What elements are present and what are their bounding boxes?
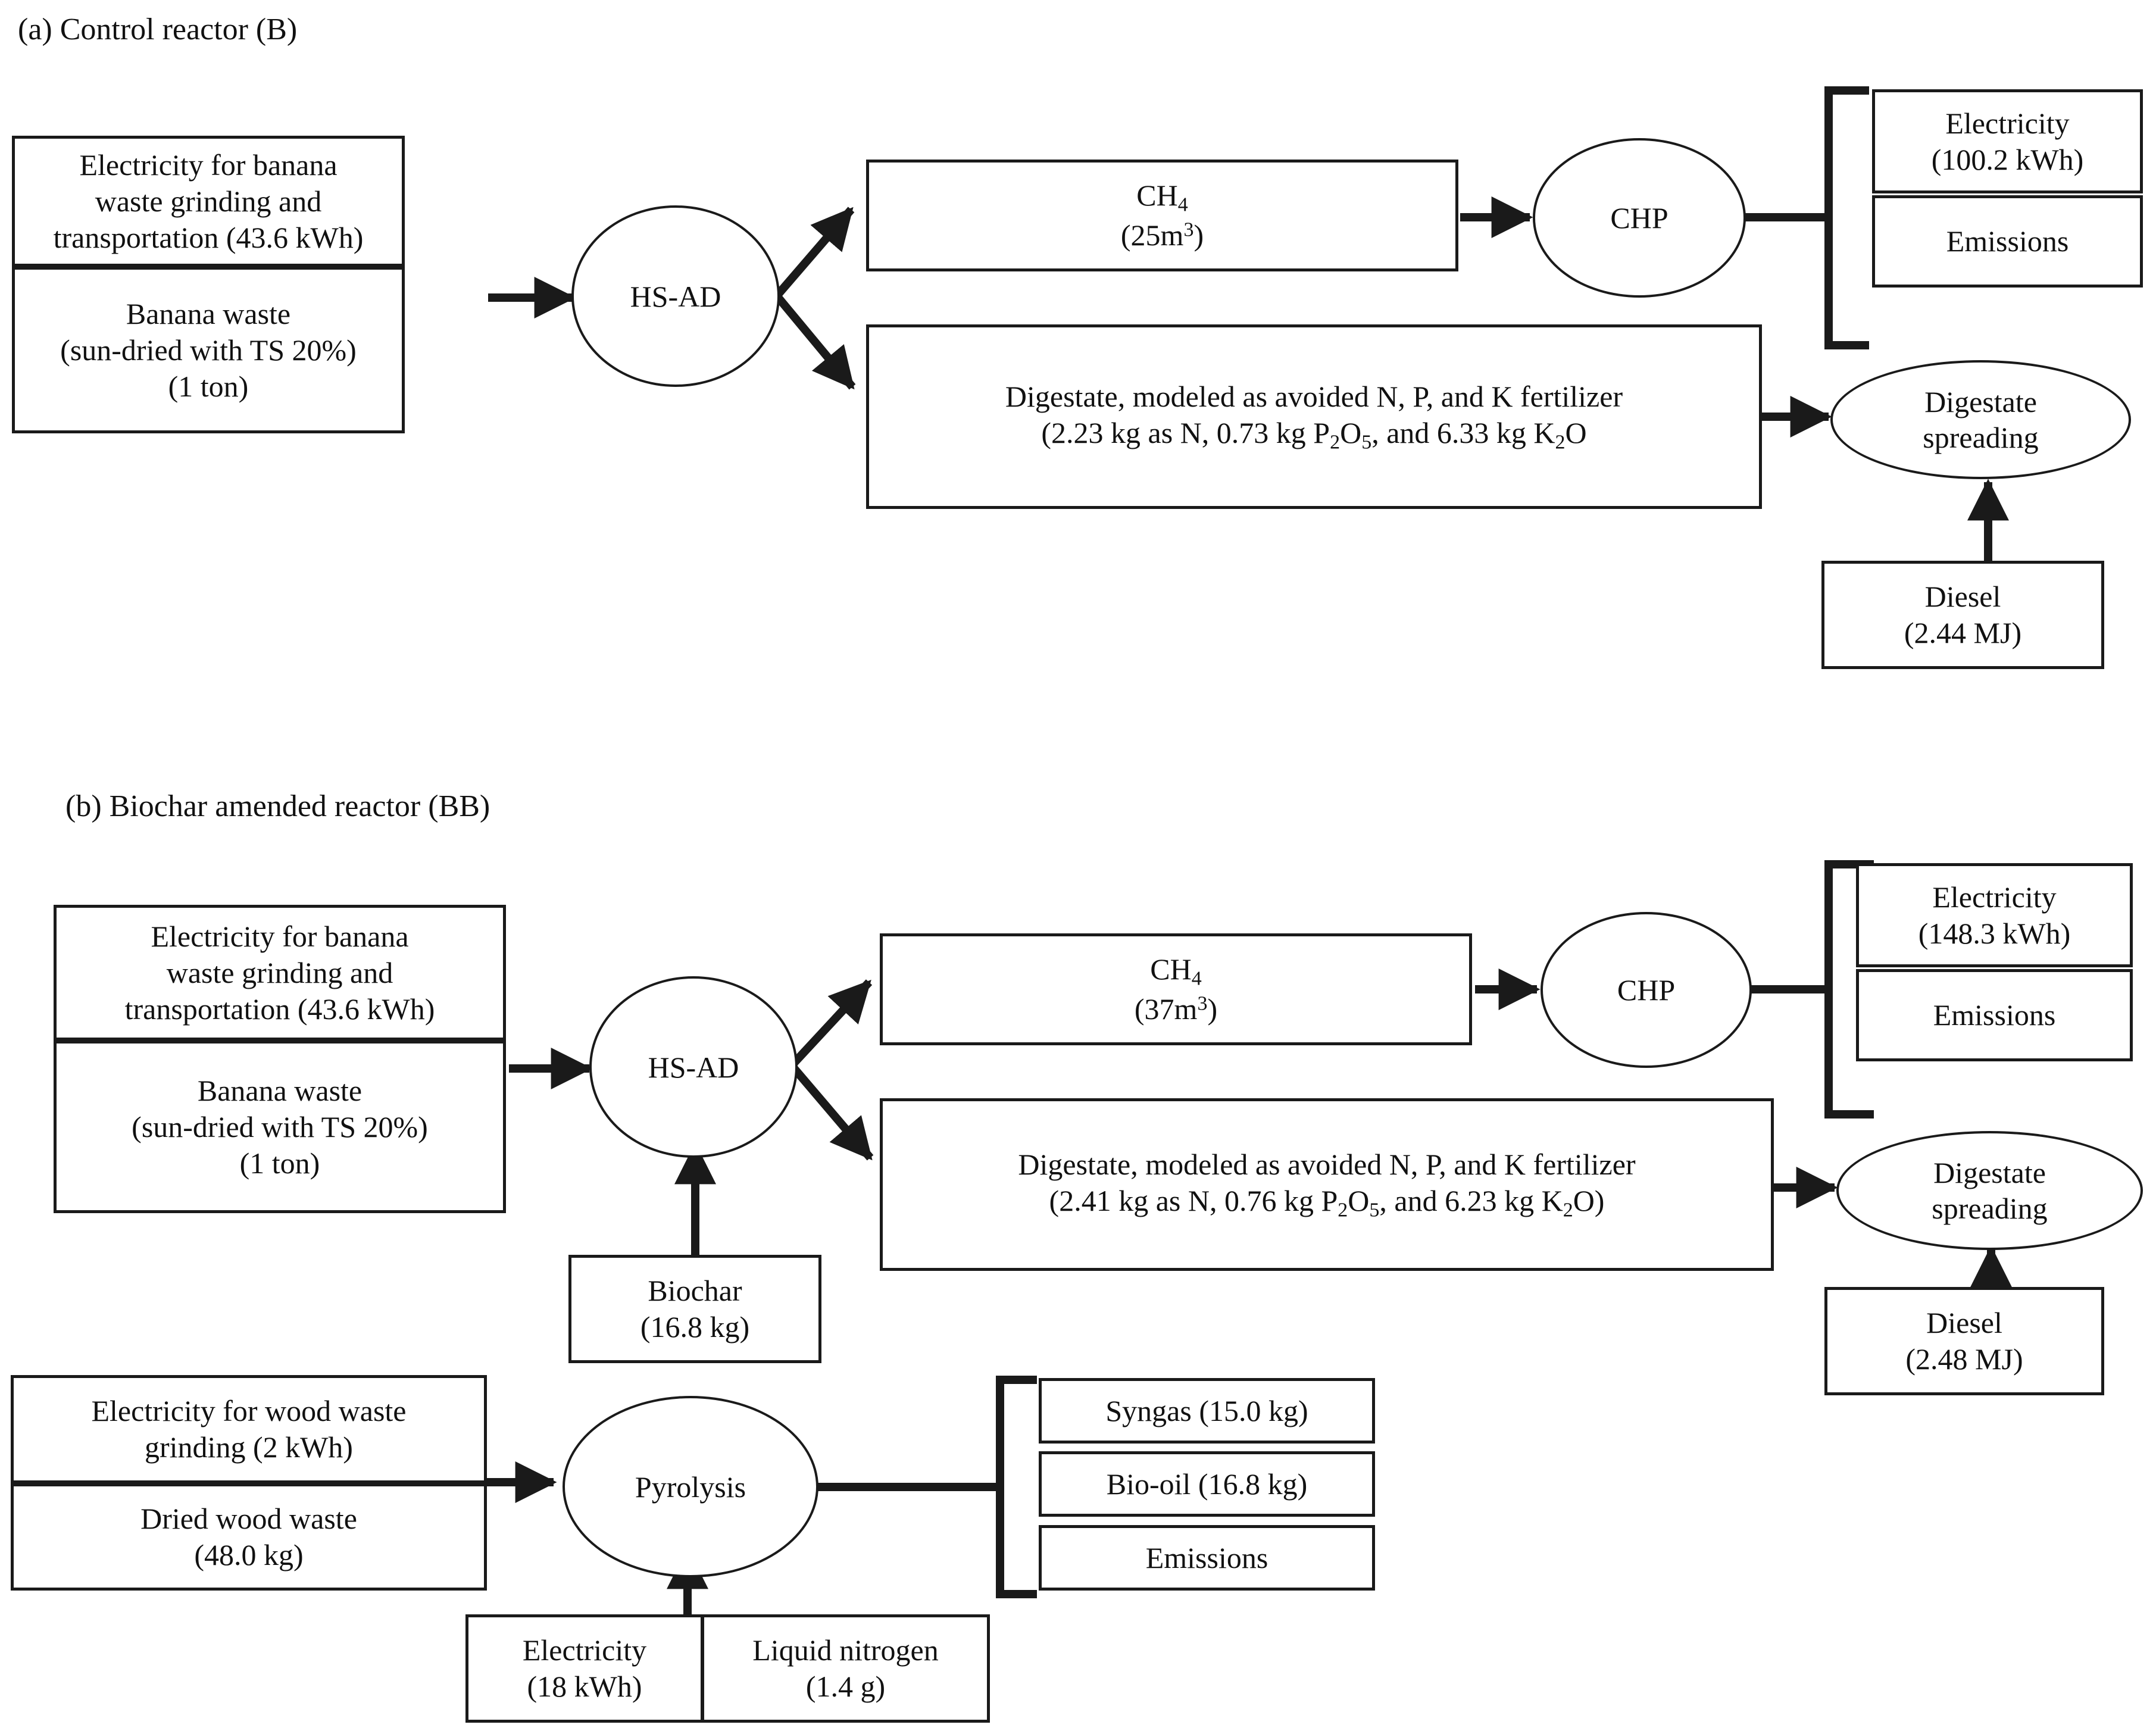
digestate-line-2: (2.23 kg as N, 0.73 kg P2O5, and 6.33 kg… bbox=[1041, 416, 1587, 454]
panel-b-syngas-box: Syngas (15.0 kg) bbox=[1039, 1378, 1375, 1444]
panel-b-pyrolysis-emissions-box: Emissions bbox=[1039, 1525, 1375, 1591]
label-line: (2.48 MJ) bbox=[1905, 1342, 2023, 1376]
label-line: Electricity for banana bbox=[151, 919, 409, 953]
panel-b-dried-wood-box: Dried wood waste (48.0 kg) bbox=[11, 1483, 487, 1591]
panel-b-electricity-output-box: Electricity (148.3 kWh) bbox=[1856, 863, 2133, 967]
label-line: Digestate bbox=[1933, 1156, 2046, 1189]
label-line: transportation (43.6 kWh) bbox=[124, 992, 435, 1026]
label-line: Electricity bbox=[1932, 880, 2057, 914]
panel-b-biooil-box: Bio-oil (16.8 kg) bbox=[1039, 1451, 1375, 1517]
bracket-b-pyrolysis-outputs bbox=[996, 1376, 1037, 1598]
label-line: spreading bbox=[1923, 421, 2039, 454]
panel-b-emissions-box: Emissions bbox=[1856, 969, 2133, 1061]
panel-a-methane-box: CH4 (25m3) bbox=[866, 160, 1458, 271]
panel-b-chp-ellipse: CHP bbox=[1541, 912, 1752, 1068]
label-line: (16.8 kg) bbox=[640, 1310, 750, 1344]
label-line: Syngas (15.0 kg) bbox=[1105, 1394, 1308, 1427]
panel-a-digestate-box: Digestate, modeled as avoided N, P, and … bbox=[866, 324, 1762, 509]
bracket-b-chp-outputs bbox=[1824, 860, 1874, 1118]
label-line: (sun-dried with TS 20%) bbox=[60, 333, 357, 367]
label-line: (sun-dried with TS 20%) bbox=[132, 1110, 428, 1143]
label-line: spreading bbox=[1932, 1192, 2048, 1225]
panel-a-electricity-input-box: Electricity for banana waste grinding an… bbox=[12, 136, 405, 267]
label: CHP bbox=[1617, 973, 1676, 1007]
panel-b-digestate-spreading-ellipse: Digestate spreading bbox=[1836, 1131, 2143, 1250]
label-line: Bio-oil (16.8 kg) bbox=[1106, 1467, 1308, 1501]
label: CHP bbox=[1610, 201, 1668, 235]
panel-a-title: (a) Control reactor (B) bbox=[18, 13, 298, 46]
label-line: Emissions bbox=[1933, 998, 2056, 1032]
panel-b-electricity-input-box: Electricity for banana waste grinding an… bbox=[54, 905, 506, 1041]
arrow-a-hsad-to-ch4 bbox=[773, 207, 855, 299]
label-line: Electricity for banana bbox=[79, 148, 338, 182]
label-line: Biochar bbox=[648, 1274, 742, 1307]
panel-a-emissions-box: Emissions bbox=[1872, 195, 2143, 288]
digestate-line-1: Digestate, modeled as avoided N, P, and … bbox=[1005, 380, 1623, 413]
label-line: Diesel bbox=[1926, 1306, 2002, 1339]
methane-volume: (37m3) bbox=[1134, 992, 1218, 1026]
label-line: Electricity bbox=[1945, 106, 2070, 140]
panel-a-hsad-ellipse: HS-AD bbox=[571, 205, 780, 387]
label-line: waste grinding and bbox=[95, 184, 322, 218]
label-line: waste grinding and bbox=[166, 955, 393, 989]
label-line: (18 kWh) bbox=[527, 1670, 642, 1703]
label: HS-AD bbox=[648, 1050, 739, 1084]
panel-b-hsad-ellipse: HS-AD bbox=[589, 976, 798, 1158]
arrow-b-hsad-to-digestate bbox=[788, 1063, 874, 1161]
label-line: (1 ton) bbox=[168, 369, 249, 403]
panel-b-digestate-box: Digestate, modeled as avoided N, P, and … bbox=[880, 1098, 1774, 1271]
panel-a-electricity-output-box: Electricity (100.2 kWh) bbox=[1872, 89, 2143, 193]
label-line: grinding (2 kWh) bbox=[145, 1430, 353, 1464]
label-line: Emissions bbox=[1946, 224, 2069, 258]
label-line: (48.0 kg) bbox=[194, 1538, 304, 1571]
panel-a-diesel-box: Diesel (2.44 MJ) bbox=[1821, 561, 2104, 669]
label-line: Emissions bbox=[1145, 1541, 1268, 1574]
label-line: Digestate bbox=[1924, 385, 2037, 418]
panel-b-banana-waste-box: Banana waste (sun-dried with TS 20%) (1 … bbox=[54, 1041, 506, 1213]
label-line: transportation (43.6 kWh) bbox=[53, 220, 364, 254]
label-line: Banana waste bbox=[197, 1073, 363, 1107]
arrow-a-hsad-to-digestate bbox=[773, 293, 856, 390]
label-line: (100.2 kWh) bbox=[1931, 142, 2084, 176]
label-line: Electricity bbox=[522, 1633, 647, 1667]
digestate-line-2: (2.41 kg as N, 0.76 kg P2O5, and 6.23 kg… bbox=[1049, 1184, 1605, 1221]
label-line: Diesel bbox=[1924, 580, 2001, 613]
label-line: Electricity for wood waste bbox=[91, 1394, 407, 1427]
label-line: (148.3 kWh) bbox=[1918, 916, 2071, 950]
panel-b-biochar-box: Biochar (16.8 kg) bbox=[568, 1255, 821, 1363]
methane-formula: CH4 bbox=[1150, 952, 1202, 990]
label-line: (1.4 g) bbox=[805, 1670, 886, 1703]
panel-b-title: (b) Biochar amended reactor (BB) bbox=[65, 789, 490, 823]
panel-b-pyrolysis-ellipse: Pyrolysis bbox=[563, 1396, 818, 1577]
panel-a-digestate-spreading-ellipse: Digestate spreading bbox=[1830, 360, 2131, 479]
panel-b-wood-electricity-box: Electricity for wood waste grinding (2 k… bbox=[11, 1375, 487, 1483]
bracket-a-chp-outputs bbox=[1824, 86, 1869, 349]
panel-b-liquid-nitrogen-box: Liquid nitrogen (1.4 g) bbox=[701, 1614, 990, 1723]
label: HS-AD bbox=[630, 279, 721, 313]
panel-b-diesel-box: Diesel (2.48 MJ) bbox=[1824, 1287, 2104, 1395]
label-line: (2.44 MJ) bbox=[1904, 616, 2022, 649]
label-line: Liquid nitrogen bbox=[752, 1633, 939, 1667]
panel-a-banana-waste-box: Banana waste (sun-dried with TS 20%) (1 … bbox=[12, 267, 405, 433]
label-line: Banana waste bbox=[126, 296, 291, 330]
methane-volume: (25m3) bbox=[1120, 218, 1204, 252]
digestate-line-1: Digestate, modeled as avoided N, P, and … bbox=[1018, 1148, 1636, 1181]
label-line: Dried wood waste bbox=[140, 1502, 357, 1535]
methane-formula: CH4 bbox=[1136, 179, 1188, 216]
panel-b-methane-box: CH4 (37m3) bbox=[880, 933, 1472, 1045]
panel-b-pyrolysis-electricity-box: Electricity (18 kWh) bbox=[465, 1614, 704, 1723]
label: Pyrolysis bbox=[635, 1470, 746, 1504]
label-line: (1 ton) bbox=[239, 1146, 320, 1180]
panel-a-chp-ellipse: CHP bbox=[1533, 138, 1746, 298]
arrow-b-hsad-to-ch4 bbox=[788, 979, 873, 1068]
